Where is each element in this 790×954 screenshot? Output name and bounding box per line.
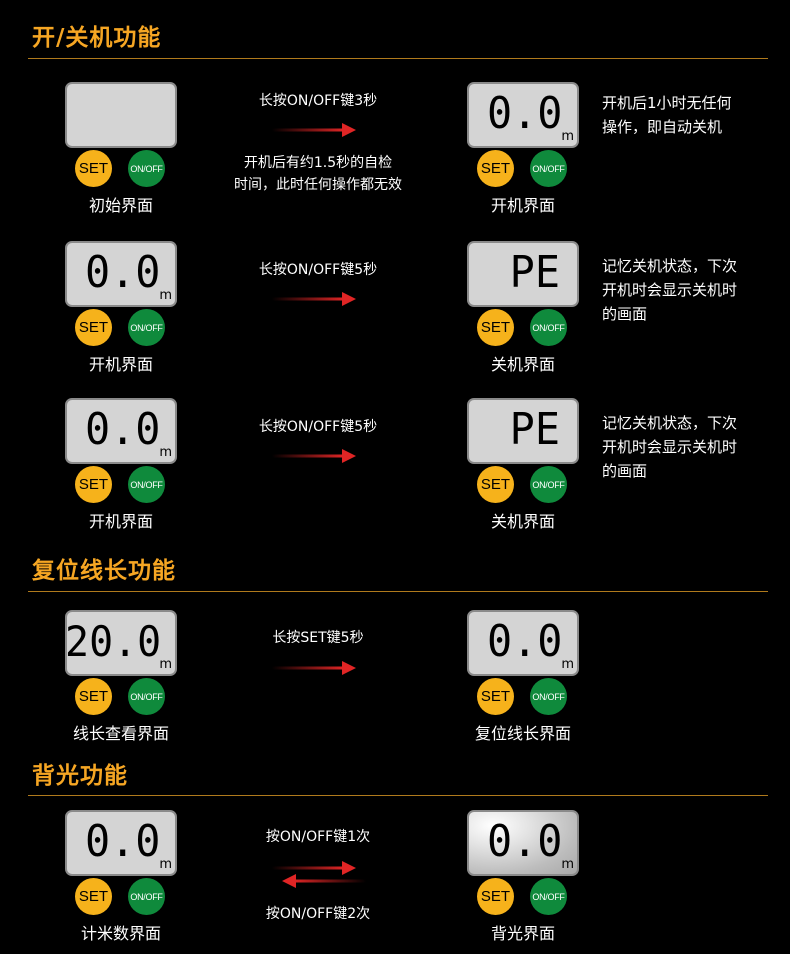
lcd-digits: 0.0 [486, 816, 562, 867]
lcd-screen: 0.0 m [65, 241, 177, 307]
section-title-backlight: 背光功能 [32, 763, 128, 789]
onoff-button[interactable]: ON/OFF [128, 678, 165, 715]
device-backlight-screen: 0.0 m SET ON/OFF 背光界面 [467, 810, 579, 943]
device-reset-length-screen: 0.0 m SET ON/OFF 复位线长界面 [467, 610, 579, 743]
lcd-screen: 0.0 m [65, 810, 177, 876]
unit-label: m [561, 129, 574, 144]
device-power-on-screen: 0.0 m SET ON/OFF 开机界面 [65, 241, 177, 374]
device-power-off-screen: PE SET ON/OFF 关机界面 [467, 241, 579, 374]
set-button[interactable]: SET [75, 150, 112, 187]
section-divider [28, 795, 768, 796]
arrow-right-icon [272, 861, 356, 875]
unit-label: m [159, 857, 172, 872]
lcd-screen: 0.0 m [467, 82, 579, 148]
section-title-reset-length: 复位线长功能 [32, 558, 176, 584]
section-divider [28, 591, 768, 592]
set-button[interactable]: SET [477, 878, 514, 915]
set-button[interactable]: SET [75, 878, 112, 915]
onoff-button[interactable]: ON/OFF [530, 878, 567, 915]
unit-label: m [159, 288, 172, 303]
set-button[interactable]: SET [75, 678, 112, 715]
action-text: 长按ON/OFF键3秒 [258, 93, 378, 109]
lcd-screen: 20.0 m [65, 610, 177, 676]
lcd-screen: 0.0 m [467, 610, 579, 676]
action-text: 按ON/OFF键2次 [265, 906, 371, 922]
row-note: 记忆关机状态，下次 开机时会显示关机时 的画面 [602, 257, 738, 323]
device-power-on-screen: 0.0 m SET ON/OFF 开机界面 [65, 398, 177, 531]
arrow-right-icon [272, 123, 356, 137]
lcd-digits: 0.0 [84, 247, 160, 298]
unit-label: m [159, 445, 172, 460]
lcd-digits: 0.0 [486, 88, 562, 139]
onoff-button[interactable]: ON/OFF [128, 466, 165, 503]
set-button[interactable]: SET [75, 309, 112, 346]
lcd-screen: PE [467, 398, 579, 464]
lcd-digits: 0.0 [486, 616, 562, 667]
lcd-screen: PE [467, 241, 579, 307]
action-text: 长按ON/OFF键5秒 [258, 419, 378, 435]
unit-label: m [561, 657, 574, 672]
device-label: 开机界面 [88, 355, 153, 374]
arrow-right-icon [272, 661, 356, 675]
lcd-digits: 20.0 [65, 617, 161, 666]
arrow-left-icon [282, 874, 366, 888]
row-note: 记忆关机状态，下次 开机时会显示关机时 的画面 [602, 414, 738, 480]
onoff-button[interactable]: ON/OFF [128, 309, 165, 346]
device-label: 关机界面 [490, 355, 555, 374]
onoff-button[interactable]: ON/OFF [128, 150, 165, 187]
unit-label: m [159, 657, 172, 672]
section-title-power: 开/关机功能 [32, 25, 162, 51]
set-button[interactable]: SET [477, 466, 514, 503]
device-label: 初始界面 [88, 196, 153, 215]
lcd-screen-backlit: 0.0 m [467, 810, 579, 876]
onoff-button[interactable]: ON/OFF [128, 878, 165, 915]
device-label: 背光界面 [490, 924, 555, 943]
onoff-button[interactable]: ON/OFF [530, 309, 567, 346]
device-label: 线长查看界面 [72, 724, 169, 743]
action-note: 开机后有约1.5秒的自检 时间，此时任何操作都无效 [234, 155, 402, 193]
set-button[interactable]: SET [477, 150, 514, 187]
device-counter-screen: 0.0 m SET ON/OFF 计米数界面 [65, 810, 177, 943]
lcd-digits: 0.0 [84, 816, 160, 867]
onoff-button[interactable]: ON/OFF [530, 466, 567, 503]
lcd-screen [65, 82, 177, 148]
set-button[interactable]: SET [477, 678, 514, 715]
device-power-on-screen: 0.0 m SET ON/OFF 开机界面 [467, 82, 579, 215]
section-divider [28, 58, 768, 59]
device-label: 开机界面 [490, 196, 555, 215]
action-text: 长按SET键5秒 [272, 630, 364, 646]
lcd-digits: PE [509, 404, 560, 455]
action-text: 长按ON/OFF键5秒 [258, 262, 378, 278]
device-initial-screen: SET ON/OFF 初始界面 [65, 82, 177, 215]
set-button[interactable]: SET [75, 466, 112, 503]
lcd-screen: 0.0 m [65, 398, 177, 464]
device-label: 复位线长界面 [474, 724, 571, 743]
device-label: 开机界面 [88, 512, 153, 531]
lcd-digits: 0.0 [84, 404, 160, 455]
set-button[interactable]: SET [477, 309, 514, 346]
device-label: 计米数界面 [80, 924, 161, 943]
device-power-off-screen: PE SET ON/OFF 关机界面 [467, 398, 579, 531]
lcd-digits: PE [509, 247, 560, 298]
arrow-right-icon [272, 449, 356, 463]
unit-label: m [561, 857, 574, 872]
onoff-button[interactable]: ON/OFF [530, 678, 567, 715]
device-label: 关机界面 [490, 512, 555, 531]
action-text: 按ON/OFF键1次 [265, 829, 371, 845]
arrow-right-icon [272, 292, 356, 306]
onoff-button[interactable]: ON/OFF [530, 150, 567, 187]
row-note: 开机后1小时无任何 操作，即自动关机 [602, 94, 732, 136]
device-length-view-screen: 20.0 m SET ON/OFF 线长查看界面 [65, 610, 177, 743]
